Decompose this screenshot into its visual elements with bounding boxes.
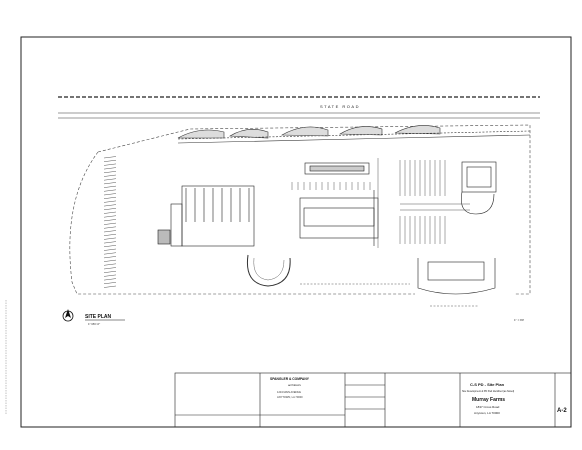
parking-stall-line: [103, 159, 117, 162]
parking-stall-line: [103, 219, 117, 222]
parking-stall-line: [103, 167, 117, 170]
parking-stall-line: [103, 252, 117, 255]
parking-stall-line: [103, 248, 117, 251]
client-address-1: 1837 Cross Road: [476, 405, 500, 409]
project-line-2: Site Development & PD Pad Identified (as…: [462, 390, 514, 393]
sheet-border: [20, 36, 572, 428]
parking-stall-line: [103, 245, 117, 248]
parking-stall-line: [103, 274, 117, 277]
parking-stall-line: [103, 222, 117, 225]
scale-mark: 1" = 80': [514, 318, 524, 322]
east-pad-building: [461, 161, 497, 215]
title-block: [174, 372, 572, 428]
parking-center: [291, 182, 371, 190]
parking-stall-line: [103, 259, 117, 262]
parking-stall-line: [103, 211, 117, 214]
parking-stall-line: [103, 185, 117, 188]
parking-west: [103, 156, 117, 288]
parking-stall-line: [103, 163, 117, 166]
client-name: Murray Farms: [472, 397, 505, 403]
parking-stall-line: [103, 237, 117, 240]
parking-stall-line: [103, 267, 117, 270]
architect-address-1: 1234 MAIN AVENUE: [277, 390, 301, 394]
architect-name: SPANGLER & COMPANY: [270, 377, 310, 381]
parking-stall-line: [103, 282, 117, 285]
parking-stall-line: [103, 196, 117, 199]
parking-stall-line: [103, 182, 117, 185]
parking-stall-line: [103, 263, 117, 266]
frontage-islands: [177, 125, 531, 144]
parking-stall-line: [103, 178, 117, 181]
parking-stall-line: [103, 256, 117, 259]
parking-stall-line: [103, 193, 117, 196]
north-arrow: [62, 309, 74, 322]
proposed-building: [299, 190, 379, 246]
upper-canopy: [304, 162, 370, 175]
fuel-storage-canopy: [157, 185, 255, 247]
sheet-number: A-2: [557, 408, 567, 414]
parking-east: [399, 160, 446, 244]
parking-stall-line: [103, 241, 117, 244]
parking-stall-line: [103, 278, 117, 281]
parking-stall-line: [103, 233, 117, 236]
parking-stall-line: [103, 215, 117, 218]
project-line-1: C-S PD - Site Plan: [470, 382, 505, 387]
architect-sub: architects: [288, 383, 301, 387]
parking-stall-line: [103, 189, 117, 192]
parking-stall-line: [103, 230, 117, 233]
parking-stall-line: [103, 285, 117, 288]
plan-scale-note: 1"=80'-0": [88, 322, 100, 326]
parking-stall-line: [103, 208, 117, 211]
plan-title: SITE PLAN: [85, 314, 112, 320]
parking-stall-line: [103, 156, 117, 159]
drive-aisles: [300, 158, 478, 307]
architect-address-2: ANYTOWN, LA 70000: [277, 395, 303, 399]
parking-stall-line: [103, 200, 117, 203]
southeast-pad-building: [417, 258, 496, 295]
parking-stall-line: [103, 270, 117, 273]
client-address-2: Anytown, LA 70000: [474, 411, 500, 415]
state-road: STATE ROAD: [58, 96, 540, 119]
property-line: [69, 124, 531, 295]
road-label: STATE ROAD: [320, 104, 360, 109]
drive-loop: [246, 254, 291, 287]
drive-loop-inner: [253, 257, 285, 281]
parking-stall-line: [103, 174, 117, 177]
parking-stall-line: [103, 226, 117, 229]
parking-stall-line: [103, 204, 117, 207]
parking-stall-line: [103, 171, 117, 174]
